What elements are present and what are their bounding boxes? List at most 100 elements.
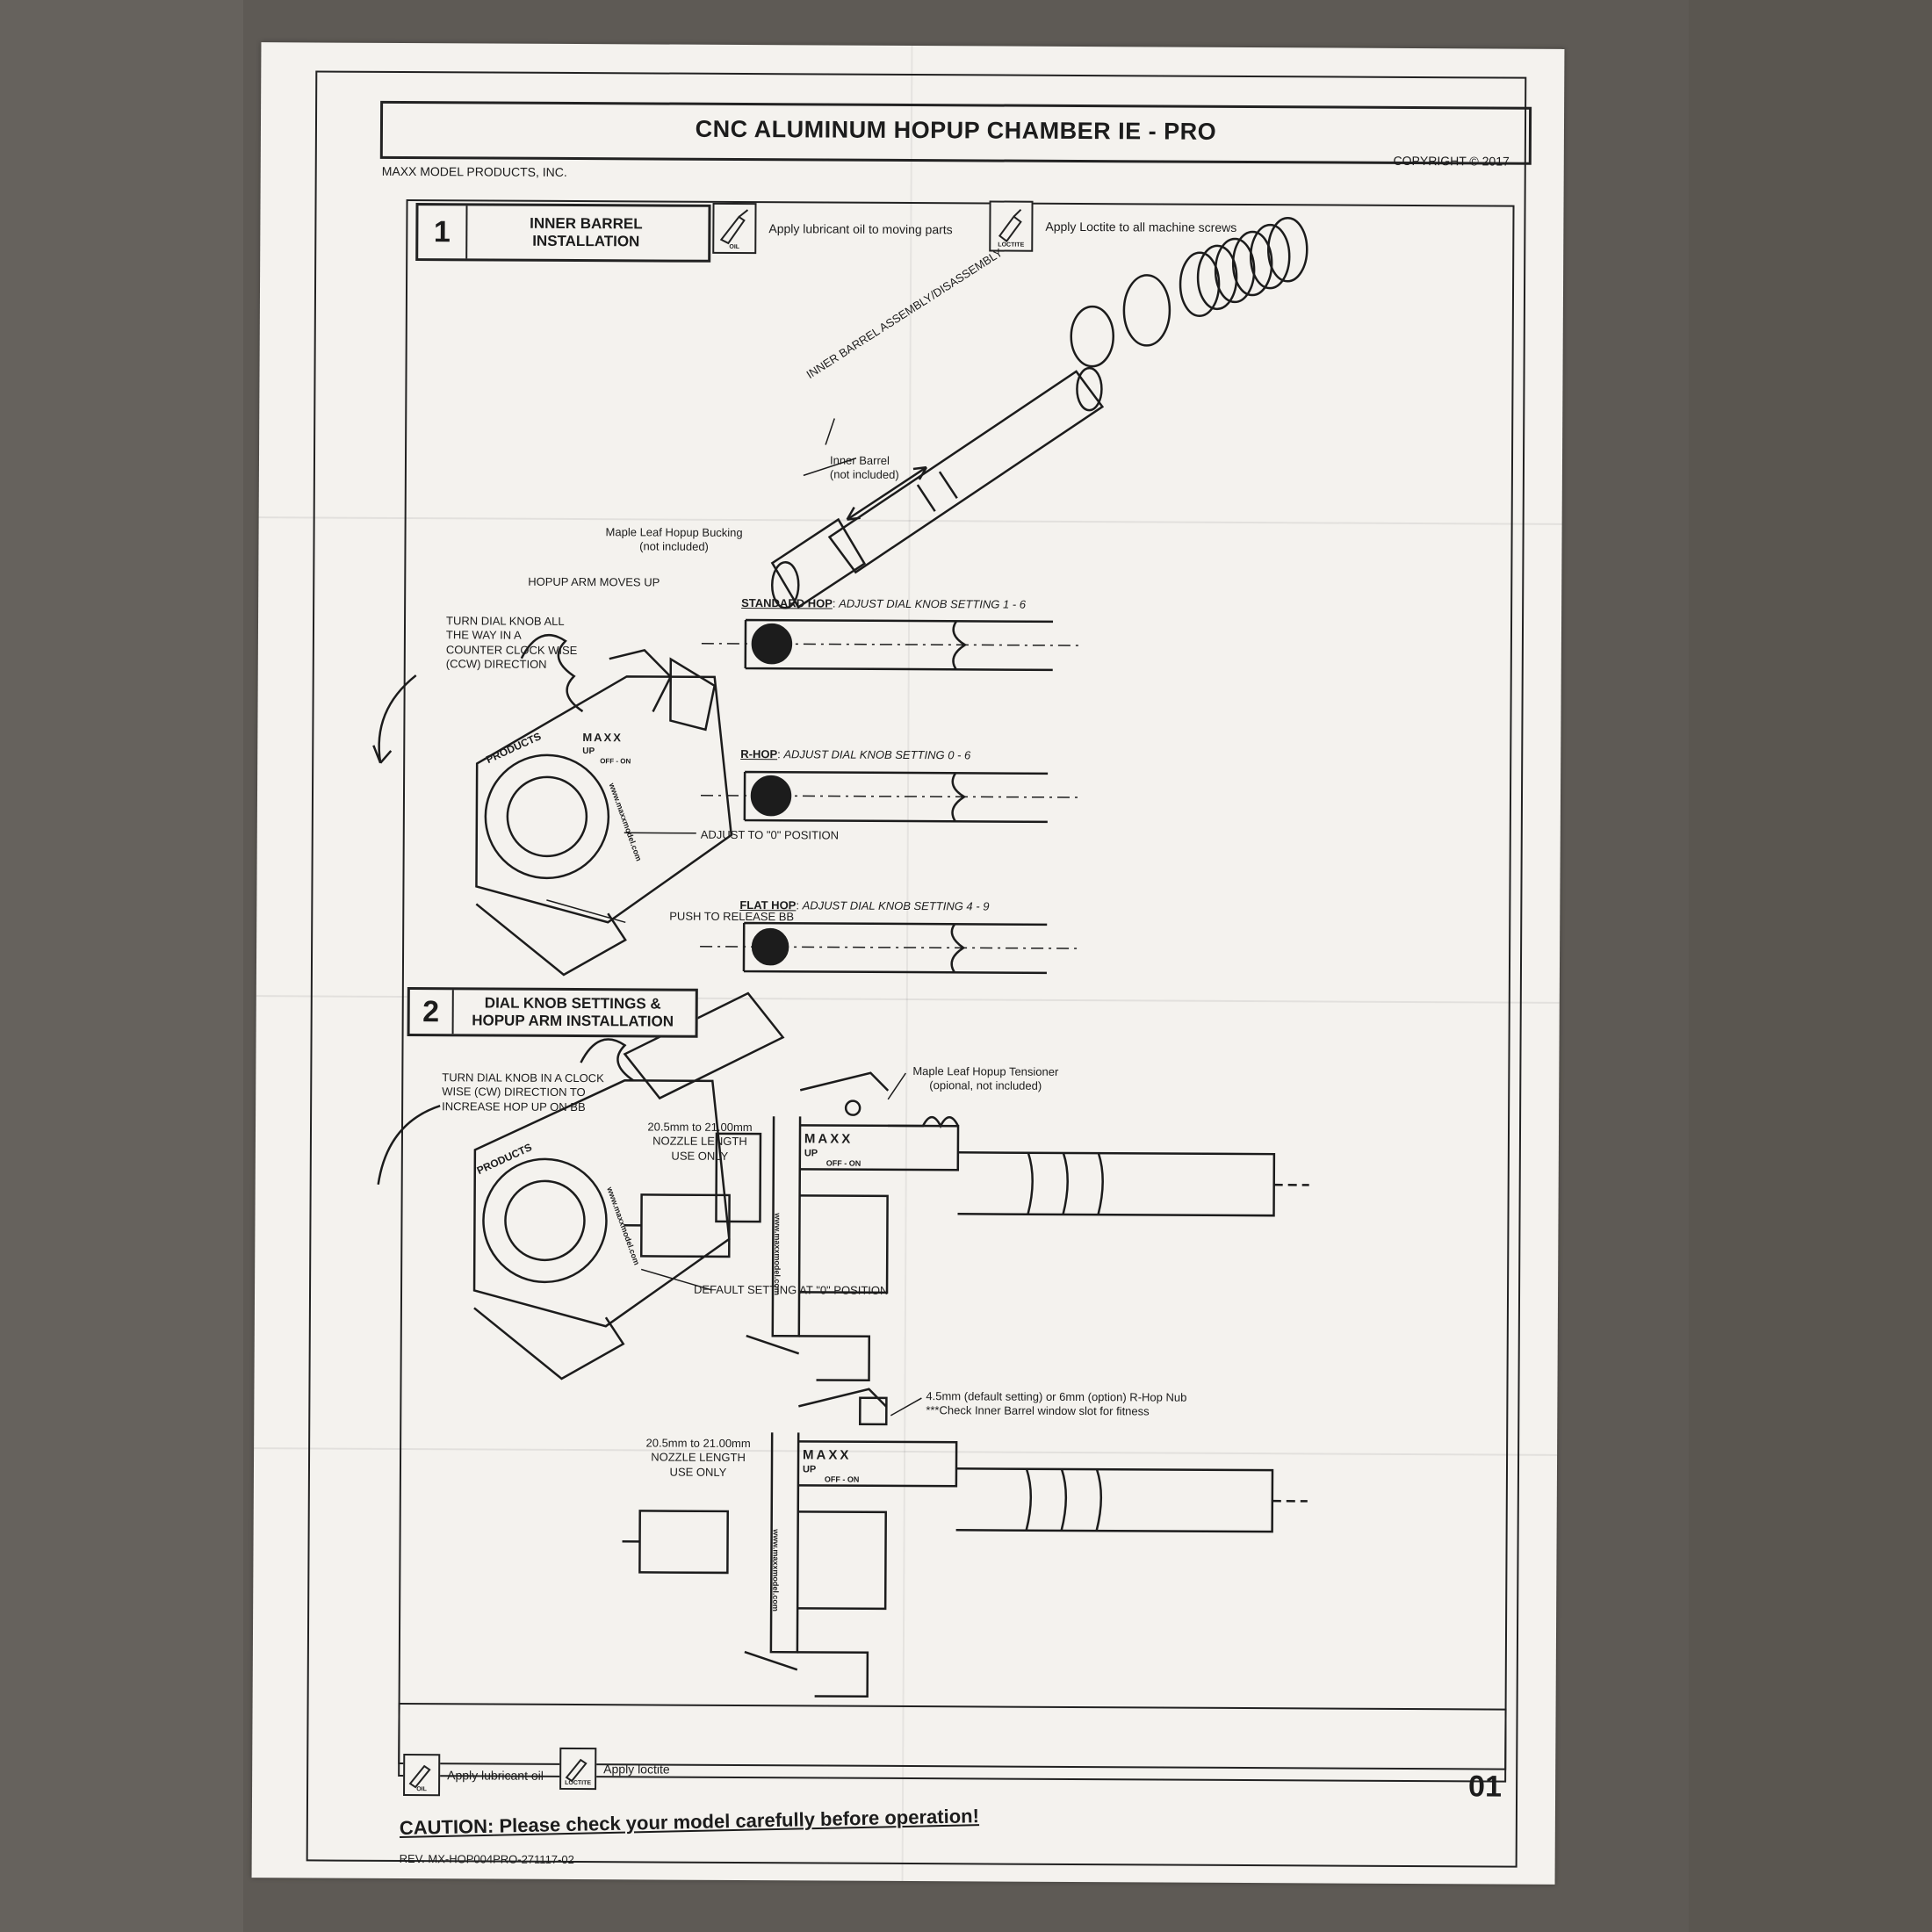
nozzle-label-1: 20.5mm to 21.00mm NOZZLE LENGTH USE ONLY bbox=[638, 1120, 761, 1163]
arm-moves-label: HOPUP ARM MOVES UP bbox=[528, 574, 660, 589]
turn-cw-line2: WISE (CW) DIRECTION TO bbox=[442, 1085, 586, 1099]
r-hop-setting: ADJUST DIAL KNOB SETTING 0 - 6 bbox=[783, 747, 971, 762]
bottom-legend-oil: OIL Apply lubricant oil bbox=[403, 1754, 544, 1797]
washer-drawing bbox=[1122, 274, 1171, 347]
leader-line bbox=[640, 1268, 712, 1291]
loctite-bottle-icon: LOCTITE bbox=[989, 200, 1034, 252]
spacer-ring-drawing bbox=[1070, 305, 1114, 368]
bottom-loctite-label: Apply loctite bbox=[603, 1762, 670, 1777]
flat-hop-setting: ADJUST DIAL KNOB SETTING 4 - 9 bbox=[802, 898, 990, 913]
nozzle-label-2: 20.5mm to 21.00mm NOZZLE LENGTH USE ONLY bbox=[637, 1436, 760, 1479]
assembly-arrow bbox=[846, 466, 927, 521]
bottom-oil-svg bbox=[408, 1764, 431, 1789]
oil-can-icon: OIL bbox=[712, 202, 757, 255]
step2-number: 2 bbox=[409, 990, 454, 1034]
dial-url-2: www.maxxmodel.com bbox=[771, 1529, 781, 1611]
tensioner-text: Maple Leaf Hopup Tensioner bbox=[912, 1064, 1059, 1078]
dial-offon-3d-1: OFF - ON bbox=[600, 757, 631, 766]
inner-barrel-note: (not included) bbox=[829, 467, 899, 482]
dial-brand-3d-1: MAXX bbox=[582, 731, 623, 745]
ccw-arrowhead bbox=[372, 745, 393, 764]
leader-line bbox=[803, 457, 857, 477]
r-hop-barrel-drawing bbox=[700, 770, 1078, 824]
nozzle-1-line1: 20.5mm to 21.00mm bbox=[647, 1120, 753, 1135]
bottom-legend-loctite: LOCTITE Apply loctite bbox=[559, 1747, 670, 1791]
turn-ccw-label: TURN DIAL KNOB ALL THE WAY IN A COUNTER … bbox=[446, 614, 578, 672]
bucking-label: Maple Leaf Hopup Bucking (not included) bbox=[605, 525, 743, 554]
dial-offon-2: OFF - ON bbox=[824, 1474, 860, 1484]
nozzle-1-line2: NOZZLE LENGTH bbox=[652, 1134, 747, 1149]
assembly-arrowheads bbox=[846, 465, 928, 521]
dial-offon-1: OFF - ON bbox=[825, 1158, 861, 1168]
nozzle-drawing-2 bbox=[622, 1510, 729, 1575]
leader-line bbox=[887, 1072, 906, 1100]
bottom-oil-label: Apply lubricant oil bbox=[447, 1768, 544, 1783]
turn-ccw-line1: TURN DIAL KNOB ALL bbox=[445, 614, 565, 628]
background-right bbox=[1689, 0, 1932, 1932]
side-view-chamber-tensioner bbox=[715, 1071, 1309, 1382]
standard-hop-barrel-drawing bbox=[701, 618, 1079, 672]
tensioner-note: (opional, not included) bbox=[929, 1078, 1042, 1093]
nozzle-2-line1: 20.5mm to 21.00mm bbox=[645, 1436, 751, 1451]
step1-chamber-drawing bbox=[475, 633, 733, 977]
step2-title: DIAL KNOB SETTINGS &HOPUP ARM INSTALLATI… bbox=[454, 990, 692, 1034]
loctite-bottle-svg bbox=[998, 208, 1022, 242]
inner-barrel-drawing bbox=[827, 366, 1105, 574]
rhop-check-text: ***Check Inner Barrel window slot for fi… bbox=[926, 1403, 1150, 1418]
technical-drawings bbox=[372, 217, 1309, 1698]
nozzle-2-line2: NOZZLE LENGTH bbox=[651, 1450, 746, 1465]
bottom-loctite-svg bbox=[565, 1758, 588, 1783]
caution-prefix: CAUTION: bbox=[399, 1814, 494, 1839]
turn-cw-line3: INCREASE HOP UP ON BB bbox=[442, 1099, 586, 1114]
step2-title-line1: DIAL KNOB SETTINGS & bbox=[484, 994, 661, 1013]
bottom-loctite-caption: LOCTITE bbox=[565, 1779, 592, 1787]
bottom-oil-caption: OIL bbox=[416, 1786, 427, 1793]
legend-oil: OIL Apply lubricant oil to moving parts bbox=[712, 202, 953, 255]
leader-line bbox=[825, 418, 835, 445]
dial-up-2: UP bbox=[802, 1464, 817, 1475]
bottom-loctite-icon: LOCTITE bbox=[559, 1747, 597, 1791]
hopup-arm-clip-drawing bbox=[669, 657, 717, 732]
bucking-text: Maple Leaf Hopup Bucking bbox=[605, 525, 743, 540]
ccw-rotation-arrow bbox=[378, 674, 417, 764]
nozzle-drawing-1 bbox=[624, 1193, 731, 1258]
dial-url-1: www.maxxmodel.com bbox=[773, 1213, 782, 1295]
rhop-nub-text: 4.5mm (default setting) or 6mm (option) … bbox=[926, 1389, 1187, 1404]
main-spring-drawing bbox=[1179, 217, 1308, 317]
tensioner-label: Maple Leaf Hopup Tensioner (opional, not… bbox=[912, 1064, 1058, 1093]
standard-hop-setting: ADJUST DIAL KNOB SETTING 1 - 6 bbox=[839, 596, 1027, 611]
turn-cw-line1: TURN DIAL KNOB IN A CLOCK bbox=[442, 1071, 604, 1085]
r-hop-name: R-HOP bbox=[740, 746, 778, 761]
step2-title-line2: HOPUP ARM INSTALLATION bbox=[472, 1012, 674, 1030]
legend-loctite: LOCTITE Apply Loctite to all machine scr… bbox=[989, 200, 1236, 252]
leader-line bbox=[546, 899, 626, 924]
standard-hop-name: STANDARD HOP bbox=[741, 596, 833, 610]
default-setting-label: DEFAULT SETTING AT "0" POSITION bbox=[694, 1282, 889, 1297]
page-number: 01 bbox=[1468, 1770, 1503, 1804]
turn-ccw-line2: THE WAY IN A bbox=[445, 628, 522, 642]
flat-hop-name: FLAT HOP bbox=[739, 898, 797, 912]
r-hop-label: R-HOP: ADJUST DIAL KNOB SETTING 0 - 6 bbox=[740, 746, 971, 762]
leader-line bbox=[890, 1397, 922, 1417]
bottom-oil-icon: OIL bbox=[403, 1754, 441, 1797]
dial-up-3d-1: UP bbox=[582, 746, 595, 757]
dial-brand-1: MAXX bbox=[804, 1131, 854, 1147]
turn-ccw-line3: COUNTER CLOCK WISE bbox=[445, 642, 578, 657]
background-left bbox=[0, 0, 243, 1932]
nozzle-2-line3: USE ONLY bbox=[669, 1465, 727, 1479]
dial-up-1: UP bbox=[804, 1148, 818, 1159]
instruction-sheet: CNC ALUMINUM HOPUP CHAMBER IE - PRO MAXX… bbox=[251, 42, 1565, 1885]
inner-barrel-text: Inner Barrel bbox=[829, 453, 890, 467]
dial-brand-2: MAXX bbox=[803, 1447, 852, 1463]
flat-hop-label: FLAT HOP: ADJUST DIAL KNOB SETTING 4 - 9 bbox=[739, 898, 990, 913]
cw-rotation-arrow bbox=[377, 1105, 441, 1186]
nozzle-1-line3: USE ONLY bbox=[671, 1149, 729, 1163]
bucking-note: (not included) bbox=[639, 539, 709, 554]
adjust-zero-label: ADJUST TO "0" POSITION bbox=[700, 827, 840, 842]
rhop-nub-label: 4.5mm (default setting) or 6mm (option) … bbox=[926, 1389, 1186, 1419]
flat-hop-barrel-drawing bbox=[700, 921, 1078, 975]
turn-cw-label: TURN DIAL KNOB IN A CLOCK WISE (CW) DIRE… bbox=[442, 1071, 604, 1114]
oil-can-svg bbox=[719, 209, 749, 245]
step2-chamber-drawing bbox=[472, 991, 785, 1381]
turn-ccw-line4: (CCW) DIRECTION bbox=[445, 656, 547, 671]
